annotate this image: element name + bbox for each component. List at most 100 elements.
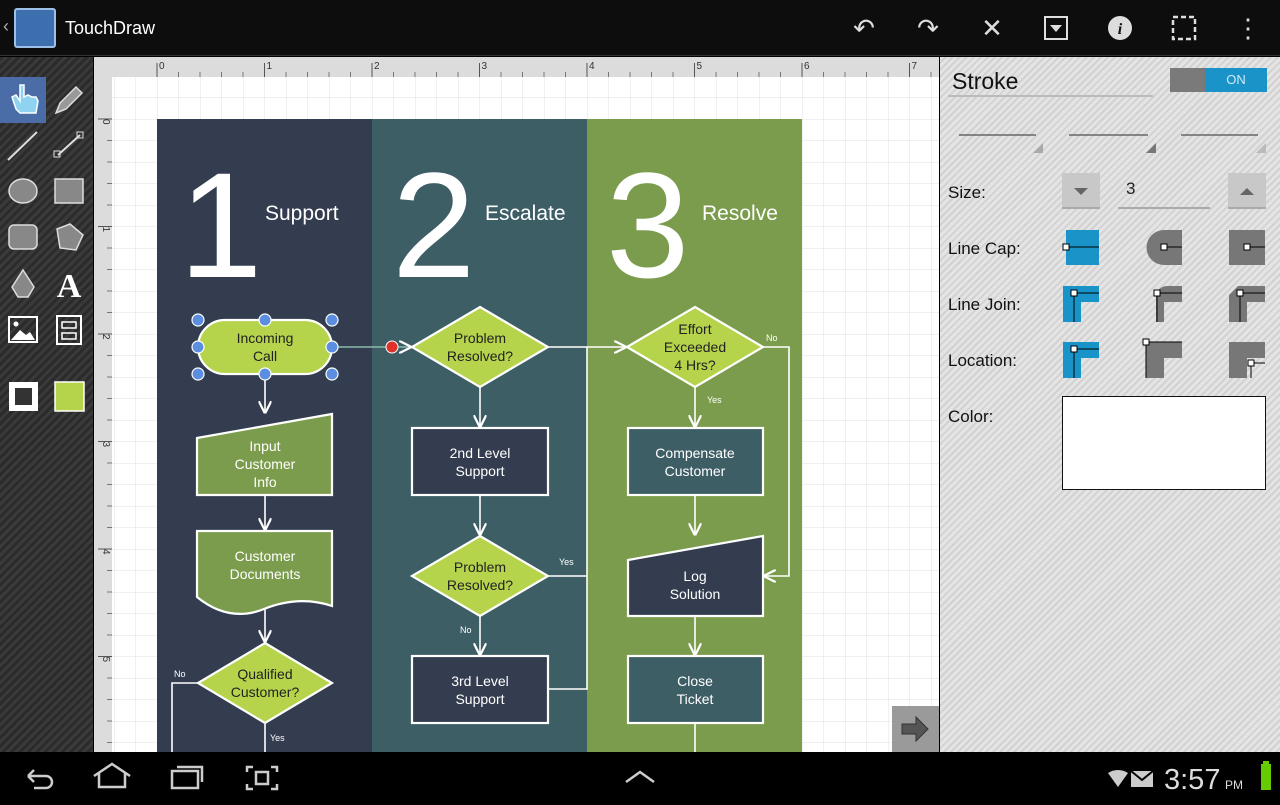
connector-tool-icon[interactable] [53, 131, 84, 158]
location-center-option[interactable] [1063, 342, 1099, 378]
ruler-label: 6 [804, 61, 810, 72]
rounded-rectangle-tool-icon[interactable] [8, 224, 38, 250]
line-join-miter-option[interactable] [1063, 286, 1099, 322]
input-customer-info-shape[interactable] [195, 412, 334, 497]
pointer-tool-icon[interactable] [11, 84, 39, 114]
back-icon[interactable] [27, 769, 54, 790]
line-cap-round-option[interactable] [1146, 230, 1183, 265]
form-tool-icon[interactable] [56, 315, 82, 345]
overflow-menu-icon[interactable]: ⋮ [1235, 13, 1261, 43]
connection-point-handle[interactable] [385, 340, 399, 354]
ruler-label: 0 [100, 119, 111, 125]
line-cap-square-option[interactable] [1229, 230, 1265, 265]
ruler-label: 7 [912, 61, 918, 72]
clock-time: 3:57 [1164, 764, 1220, 796]
tool-palette: A [0, 57, 93, 752]
pencil-tool-icon[interactable] [54, 85, 84, 115]
stroke-dropdown[interactable] [948, 95, 1153, 97]
size-increase-button[interactable] [1228, 173, 1266, 209]
size-value-input[interactable]: 3 [1126, 179, 1136, 198]
problem-resolved-shape[interactable] [409, 305, 551, 389]
gmail-icon [1130, 770, 1154, 787]
compensate-customer-shape[interactable] [626, 426, 765, 497]
location-outside-option[interactable] [1142, 338, 1182, 378]
connector-label: Yes [559, 557, 574, 567]
3rd-level-support-shape[interactable] [410, 654, 550, 725]
location-inside-option[interactable] [1229, 342, 1265, 378]
select-icon[interactable] [1168, 12, 1200, 44]
problem-resolved-shape-2[interactable] [409, 534, 551, 618]
ruler-label: 1 [267, 61, 273, 72]
line-tool-icon[interactable] [7, 131, 38, 161]
next-page-arrow-button[interactable] [892, 706, 939, 752]
wifi-icon [1108, 769, 1128, 787]
column-number: 1 [179, 141, 262, 309]
line-join-round-option[interactable] [1153, 286, 1182, 322]
ruler-label: 2 [374, 61, 380, 72]
close-ticket-shape[interactable] [626, 654, 765, 725]
undo-icon[interactable]: ↶ [853, 13, 875, 43]
stroke-properties-panel: Stroke ON Size: 3 Line Cap: Line Join: L… [940, 57, 1280, 752]
line-join-bevel-option[interactable] [1229, 286, 1265, 322]
connector-label: No [174, 669, 186, 679]
pen-tool-icon[interactable] [11, 268, 35, 298]
dropdown-icon[interactable] [1040, 12, 1072, 44]
stroke-toggle[interactable]: ON [1170, 68, 1267, 92]
ruler-label: 4 [589, 61, 595, 72]
app-logo-icon[interactable] [14, 8, 56, 48]
up-chevron-icon[interactable] [625, 770, 655, 784]
start-arrow-dropdown[interactable] [1069, 134, 1156, 153]
ruler-label: 5 [697, 61, 703, 72]
battery-icon [1261, 761, 1271, 790]
line-cap-label: Line Cap: [948, 239, 1021, 258]
incoming-call-shape[interactable] [196, 318, 334, 376]
ruler-label: 5 [100, 657, 111, 663]
svg-text:i: i [1118, 21, 1123, 38]
end-arrow-dropdown[interactable] [1181, 134, 1266, 153]
text-tool-icon[interactable]: A [57, 268, 82, 305]
selection-handles[interactable] [191, 313, 339, 381]
home-icon[interactable] [93, 762, 131, 789]
connector-label: Yes [707, 395, 722, 405]
stroke-color-swatch[interactable] [9, 382, 38, 411]
line-cap-butt-option[interactable] [1062, 230, 1099, 265]
dash-style-dropdown[interactable] [959, 134, 1043, 153]
info-icon[interactable]: i [1104, 12, 1136, 44]
image-tool-icon[interactable] [8, 316, 38, 343]
action-bar: ‹ TouchDraw ↶ ↷ ✕ i ⋮ [0, 0, 1280, 56]
rectangle-tool-icon[interactable] [54, 178, 84, 204]
polygon-tool-icon[interactable] [56, 223, 84, 251]
stroke-color-picker[interactable] [1062, 396, 1266, 490]
back-chevron-icon[interactable]: ‹ [3, 16, 9, 36]
ruler-label: 2 [100, 334, 111, 340]
ruler-label: 3 [482, 61, 488, 72]
fill-color-swatch[interactable] [54, 381, 85, 412]
qualified-customer-shape[interactable] [195, 641, 335, 725]
ellipse-tool-icon[interactable] [8, 178, 38, 204]
screenshot-icon[interactable] [245, 765, 279, 791]
clock-ampm: PM [1225, 778, 1243, 792]
close-icon[interactable]: ✕ [981, 13, 1003, 43]
customer-documents-shape[interactable] [195, 529, 334, 615]
vertical-ruler [94, 57, 112, 752]
column-title: Support [265, 202, 339, 225]
column-title: Escalate [485, 202, 566, 225]
recent-apps-icon[interactable] [170, 765, 204, 790]
effort-exceeded-shape[interactable] [624, 305, 766, 389]
size-label: Size: [948, 183, 986, 202]
redo-icon[interactable]: ↷ [917, 13, 939, 43]
log-solution-shape[interactable] [626, 534, 765, 618]
2nd-level-support-shape[interactable] [410, 426, 550, 497]
ruler-label: 4 [100, 549, 111, 555]
connectors [171, 347, 790, 752]
size-decrease-button[interactable] [1062, 173, 1100, 209]
